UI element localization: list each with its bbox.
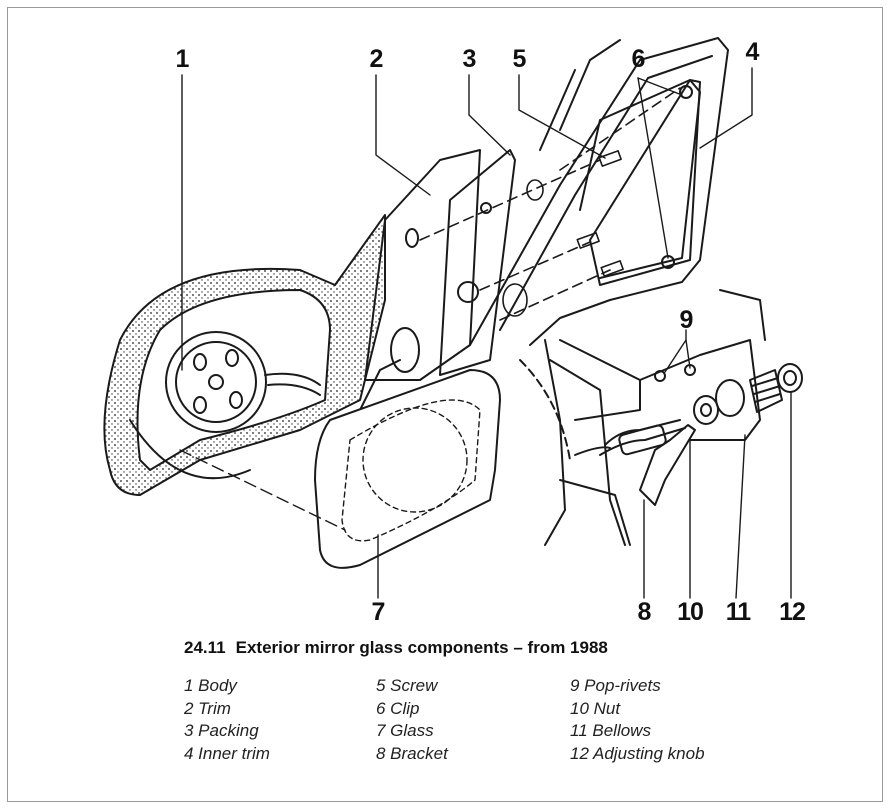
- callout-3: 3: [462, 45, 477, 73]
- legend-column-1: 1 Body 2 Trim 3 Packing 4 Inner trim: [184, 675, 270, 765]
- legend-item: 9 Pop-rivets: [570, 676, 661, 695]
- legend-item: 8 Bracket: [376, 743, 448, 763]
- figure-title: Exterior mirror glass components – from …: [235, 638, 608, 657]
- callout-8: 8: [637, 598, 652, 626]
- legend-item: 2 Trim: [184, 698, 231, 718]
- adjuster-assembly: [574, 289, 803, 506]
- legend-item: 6 Clip: [376, 698, 420, 718]
- legend-column-2: 5 Screw 6 Clip 7 Glass 8 Bracket: [376, 675, 448, 765]
- figure-number: 24.11: [184, 638, 226, 657]
- legend-item: 4 Inner trim: [184, 743, 270, 763]
- callout-7: 7: [371, 598, 386, 626]
- figure-caption: 24.11 Exterior mirror glass components – …: [184, 638, 608, 658]
- callout-2: 2: [369, 45, 384, 73]
- legend-item: 12 Adjusting knob: [570, 743, 705, 763]
- packing: [390, 149, 516, 376]
- legend-item: 7 Glass: [376, 721, 434, 740]
- callout-11: 11: [725, 598, 751, 626]
- door-frame: [469, 37, 729, 546]
- callout-6: 6: [631, 45, 646, 73]
- legend-column-3: 9 Pop-rivets 10 Nut 11 Bellows 12 Adjust…: [570, 675, 705, 765]
- legend-item: 3 Packing: [184, 721, 259, 740]
- leader-lines: [181, 67, 792, 599]
- callout-10: 10: [677, 598, 704, 626]
- screws: [419, 87, 681, 321]
- mirror-body: [103, 214, 401, 496]
- callout-5: 5: [512, 45, 527, 73]
- mirror-glass: [179, 369, 501, 569]
- legend-item: 11 Bellows: [570, 721, 651, 740]
- callout-4: 4: [745, 38, 760, 66]
- callout-9: 9: [679, 306, 694, 334]
- legend-item: 1 Body: [184, 676, 237, 695]
- callout-1: 1: [175, 45, 190, 73]
- legend-item: 10 Nut: [570, 698, 621, 718]
- callout-12: 12: [779, 598, 806, 626]
- legend-item: 5 Screw: [376, 676, 438, 695]
